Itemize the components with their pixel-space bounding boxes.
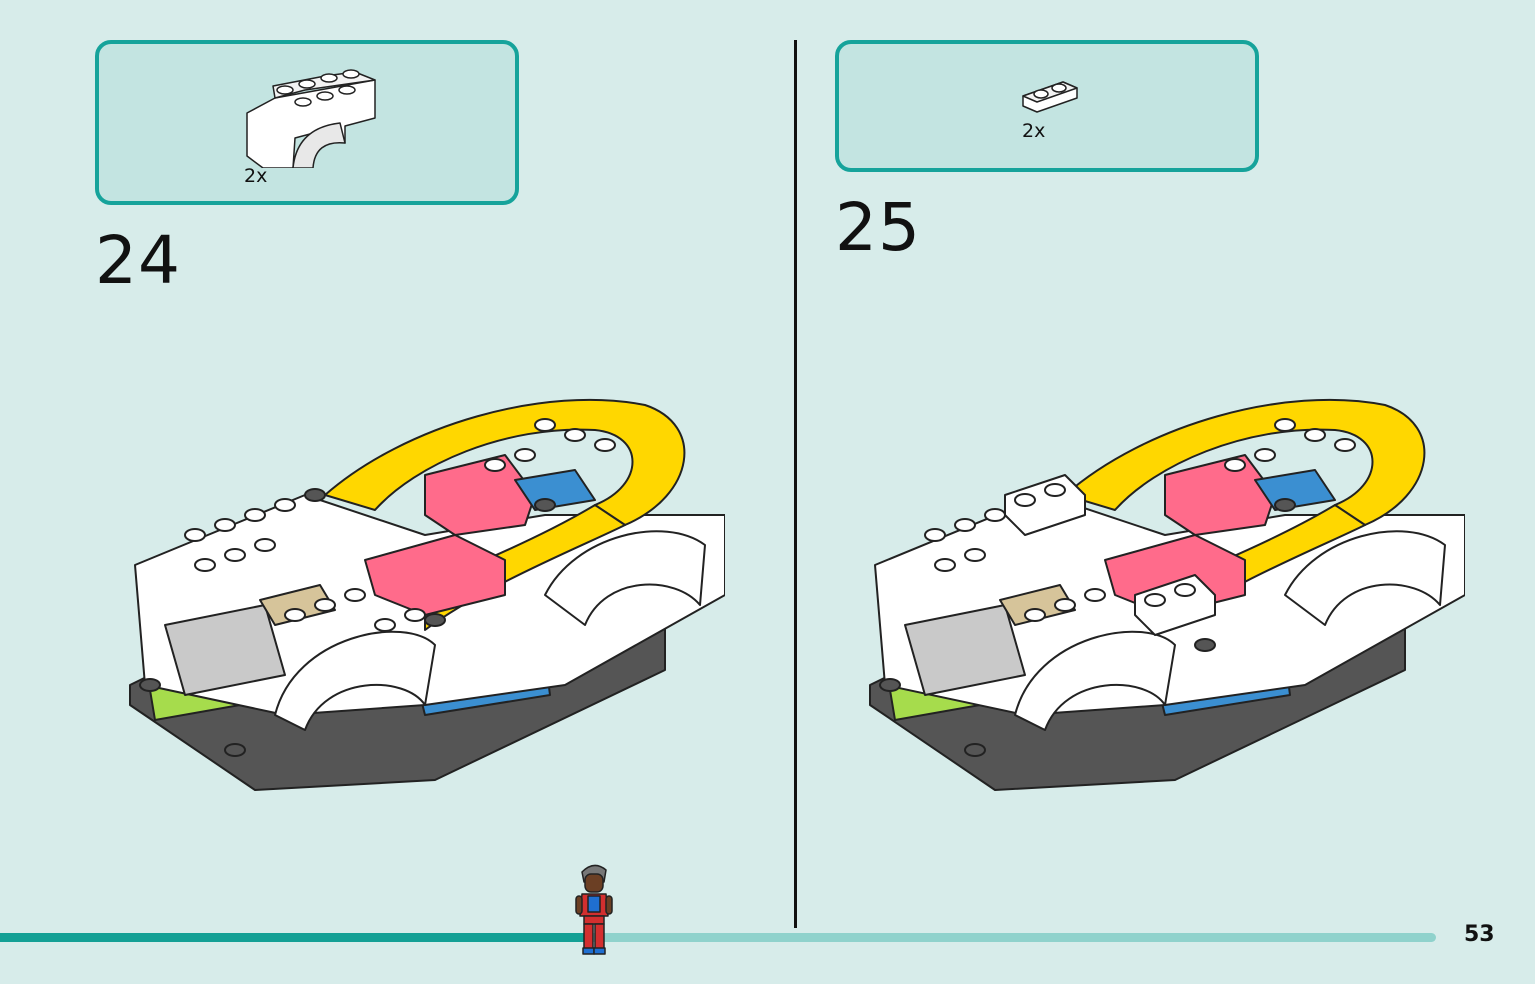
page-number: 53 [1464,922,1495,947]
step-divider [794,40,797,928]
jumper-plate-icon [1022,81,1078,113]
parts-callout-step-24: 2x [95,40,519,205]
minifigure-icon [575,864,613,955]
part-quantity: 2x [1022,120,1046,142]
part-quantity: 2x [244,165,268,187]
progress-bar [0,933,1436,942]
parts-callout-step-25: 2x [835,40,1259,172]
car-model-step-25 [869,398,1465,791]
arch-brick-icon [246,69,376,168]
step-number: 25 [835,189,921,266]
step-number: 24 [95,222,181,299]
progress-bar-fill [0,933,586,942]
car-model-step-24 [129,398,725,791]
